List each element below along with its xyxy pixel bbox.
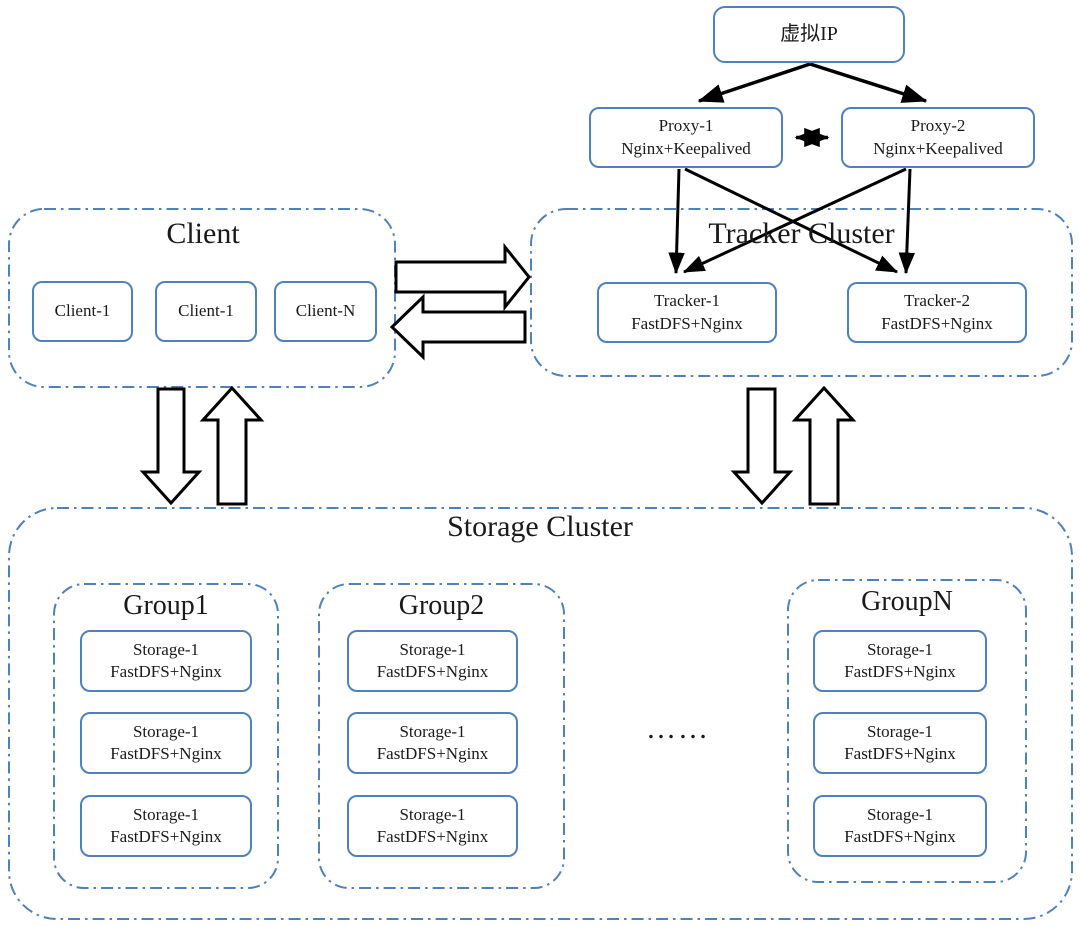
storage-to-client-block-arrow — [199, 385, 265, 506]
tracker-cluster-title: Tracker Cluster — [708, 217, 895, 250]
group2-storage-node-1-stack: FastDFS+Nginx — [376, 662, 489, 681]
group1-storage-node-3-stack: FastDFS+Nginx — [110, 827, 222, 846]
group1-storage-node-1: Storage-1 FastDFS+Nginx — [80, 630, 252, 692]
client-node-1: Client-1 — [32, 281, 133, 342]
client-node-2-label: Client-1 — [178, 301, 234, 321]
group2-storage-node-3-name: Storage-1 — [399, 804, 466, 824]
group2-storage-node-1-name: Storage-1 — [399, 639, 466, 659]
proxy-2-name: Proxy-2 — [910, 116, 966, 136]
storage-cluster-title: Storage Cluster — [447, 510, 633, 543]
group1-storage-node-3-name: Storage-1 — [132, 804, 200, 824]
group1-storage-node-2-stack: FastDFS+Nginx — [110, 744, 222, 763]
storage-group-1-border — [53, 583, 279, 889]
group2-storage-node-3: Storage-1 FastDFS+Nginx — [347, 795, 518, 857]
virtual-ip-label: 虚拟IP — [780, 23, 838, 46]
group1-storage-node-1-name: Storage-1 — [132, 639, 200, 659]
proxy2-to-tracker2-arrow — [898, 168, 916, 275]
tracker-2-node: Tracker-2 FastDFS+Nginx — [847, 282, 1027, 343]
proxy-1-name: Proxy-1 — [658, 116, 714, 136]
client-node-n-label: Client-N — [295, 301, 356, 321]
tracker-1-name: Tracker-1 — [653, 291, 721, 311]
client-cluster-title: Client — [166, 217, 240, 250]
storage-group-2-title: Group2 — [398, 590, 485, 621]
storage-cluster-border — [8, 507, 1073, 920]
vip-to-proxy2-arrow — [809, 62, 928, 103]
storage-group-1-title: Group1 — [123, 590, 209, 621]
groupn-storage-node-3: Storage-1 FastDFS+Nginx — [813, 795, 987, 857]
tracker-1-node: Tracker-1 FastDFS+Nginx — [597, 282, 777, 343]
groupn-storage-node-2: Storage-1 FastDFS+Nginx — [813, 712, 987, 774]
proxy-1-stack: Nginx+Keepalived — [621, 138, 751, 158]
groupn-storage-node-3-stack: FastDFS+Nginx — [844, 827, 956, 846]
proxy-2-stack: Nginx+Keepalived — [873, 138, 1003, 158]
group2-storage-node-2-stack: FastDFS+Nginx — [376, 744, 489, 763]
tracker-2-name: Tracker-2 — [903, 291, 971, 311]
client-node-n: Client-N — [274, 281, 377, 342]
storage-to-tracker-block-arrow — [791, 385, 857, 506]
storage-group-n-title: GroupN — [861, 586, 953, 617]
storage-group-2-border — [318, 583, 565, 889]
client-to-storage-block-arrow — [139, 387, 203, 506]
group1-storage-node-2: Storage-1 FastDFS+Nginx — [80, 712, 252, 774]
group2-storage-node-2: Storage-1 FastDFS+Nginx — [347, 712, 518, 774]
groupn-storage-node-1-name: Storage-1 — [866, 639, 934, 659]
proxy1-to-tracker2-arrow — [684, 167, 899, 274]
client-to-tracker-block-arrow — [394, 242, 531, 312]
group1-storage-node-3: Storage-1 FastDFS+Nginx — [80, 795, 252, 857]
groupn-storage-node-1-stack: FastDFS+Nginx — [844, 662, 956, 681]
group2-storage-node-1: Storage-1 FastDFS+Nginx — [347, 630, 518, 692]
client-cluster-border — [8, 208, 396, 388]
storage-group-n-border — [787, 579, 1027, 883]
proxy2-to-tracker1-arrow — [682, 167, 907, 274]
group1-storage-node-2-name: Storage-1 — [132, 721, 200, 741]
tracker-1-stack: FastDFS+Nginx — [631, 313, 743, 333]
proxy1-to-tracker1-arrow — [668, 168, 685, 275]
tracker-2-stack: FastDFS+Nginx — [881, 313, 993, 333]
tracker-cluster-border — [530, 208, 1073, 377]
groupn-storage-node-2-name: Storage-1 — [866, 721, 934, 741]
group1-storage-node-1-stack: FastDFS+Nginx — [110, 662, 222, 681]
client-node-1-label: Client-1 — [54, 301, 111, 321]
more-groups-ellipsis: …… — [646, 712, 710, 745]
proxy-1-node: Proxy-1 Nginx+Keepalived — [589, 107, 783, 168]
vip-to-proxy1-arrow — [697, 62, 811, 103]
groupn-storage-node-2-stack: FastDFS+Nginx — [844, 744, 956, 763]
group2-storage-node-3-stack: FastDFS+Nginx — [376, 827, 489, 846]
tracker-to-client-block-arrow — [389, 293, 527, 361]
proxy-2-node: Proxy-2 Nginx+Keepalived — [841, 107, 1035, 168]
client-node-2: Client-1 — [155, 281, 257, 342]
group2-storage-node-2-name: Storage-1 — [399, 721, 466, 741]
groupn-storage-node-1: Storage-1 FastDFS+Nginx — [813, 630, 987, 692]
tracker-to-storage-block-arrow — [730, 387, 794, 506]
groupn-storage-node-3-name: Storage-1 — [866, 804, 934, 824]
virtual-ip-node: 虚拟IP — [713, 6, 905, 63]
